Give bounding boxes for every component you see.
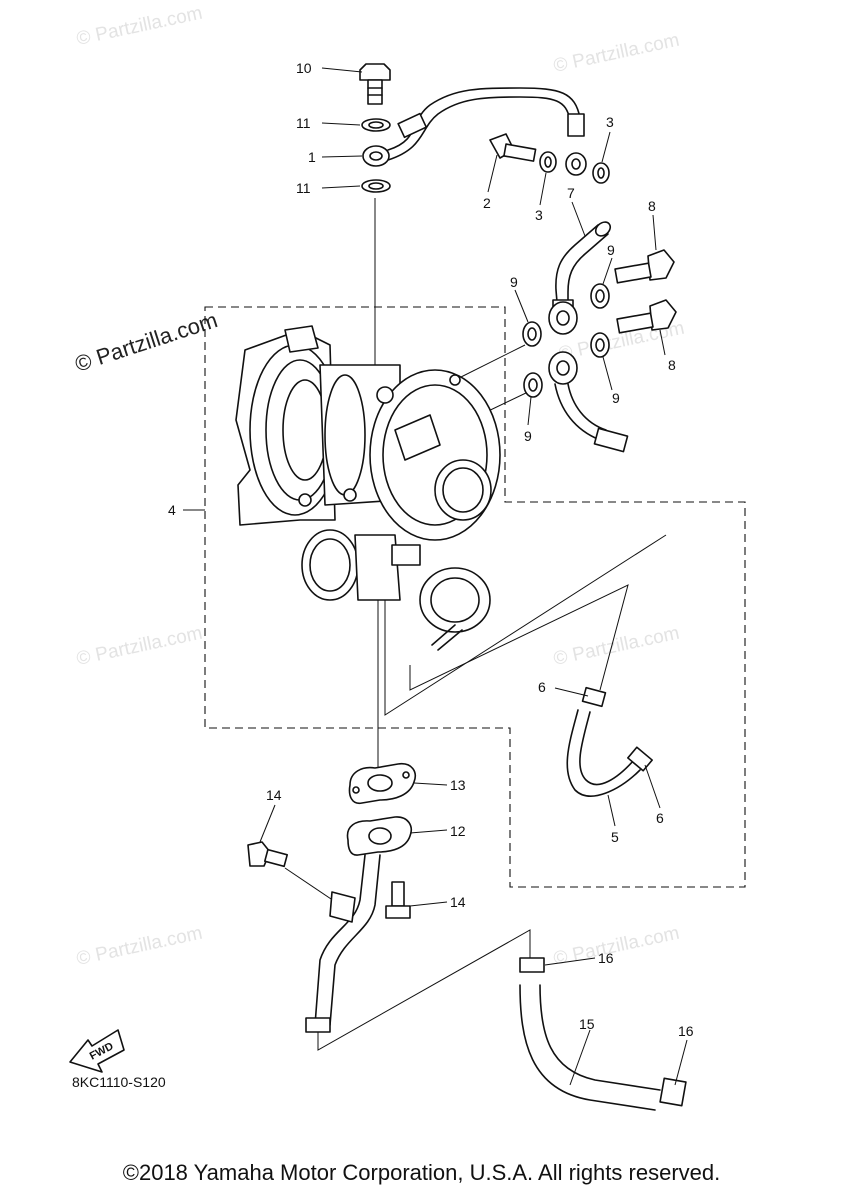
callout-9: 9 [524,428,532,444]
callout-13: 13 [450,777,466,793]
gasket-13 [348,762,416,805]
forward-arrow: FWD [69,1029,125,1073]
bolt-8 [616,299,677,334]
callout-4: 4 [168,502,176,518]
bolt-14 [385,881,411,919]
callout-3: 3 [606,114,614,130]
callout-6: 6 [656,810,664,826]
callout-16: 16 [598,950,614,966]
oil-return-pipe [305,816,412,1033]
washer-11 [368,121,384,129]
washer-9 [528,378,538,392]
callout-8: 8 [648,198,656,214]
water-pipe [548,221,629,453]
callout-9: 9 [510,274,518,290]
washer-3 [597,167,605,179]
callout-10: 10 [296,60,312,76]
washer-9 [595,289,605,303]
watermark: © Partzilla.com [75,623,205,670]
callout-16: 16 [678,1023,694,1039]
callout-8: 8 [668,357,676,373]
callout-7: 7 [567,185,575,201]
callout-5: 5 [611,829,619,845]
callout-15: 15 [579,1016,595,1032]
callout-1: 1 [308,149,316,165]
callout-labels: 10 11 1 11 2 3 3 7 8 9 9 8 9 9 4 6 6 5 1… [168,60,694,1039]
callout-11: 11 [296,180,311,196]
watermark: © Partzilla.com [75,923,205,970]
washer-3 [544,156,552,168]
bolt-8 [614,249,675,284]
callout-3: 3 [535,207,543,223]
callout-6: 6 [538,679,546,695]
watermark: © Partzilla.com [552,30,682,77]
washer-11 [368,182,384,190]
callout-12: 12 [450,823,466,839]
turbocharger-assembly [235,325,501,651]
callout-9: 9 [612,390,620,406]
callout-11: 11 [296,115,311,131]
washer-9 [527,327,537,341]
callout-14: 14 [450,894,466,910]
watermark: © Partzilla.com [552,923,682,970]
leader-lines [183,67,688,1086]
callout-9: 9 [607,242,615,258]
assembly-boundary [204,306,746,888]
copyright-notice: ©2018 Yamaha Motor Corporation, U.S.A. A… [122,1160,721,1185]
diagram-code: 8KC1110-S120 [72,1074,166,1090]
banjo-bolt [359,63,391,105]
union-bolt [489,133,537,162]
oil-feed-pipe [362,87,587,176]
washer-9 [595,338,605,352]
watermark: © Partzilla.com [75,3,205,50]
watermark-strong: © Partzilla.com [72,307,221,377]
bolt-14 [247,841,289,868]
hose-5 [566,686,653,797]
callout-2: 2 [483,195,491,211]
hose-15 [519,957,687,1111]
callout-14: 14 [266,787,282,803]
